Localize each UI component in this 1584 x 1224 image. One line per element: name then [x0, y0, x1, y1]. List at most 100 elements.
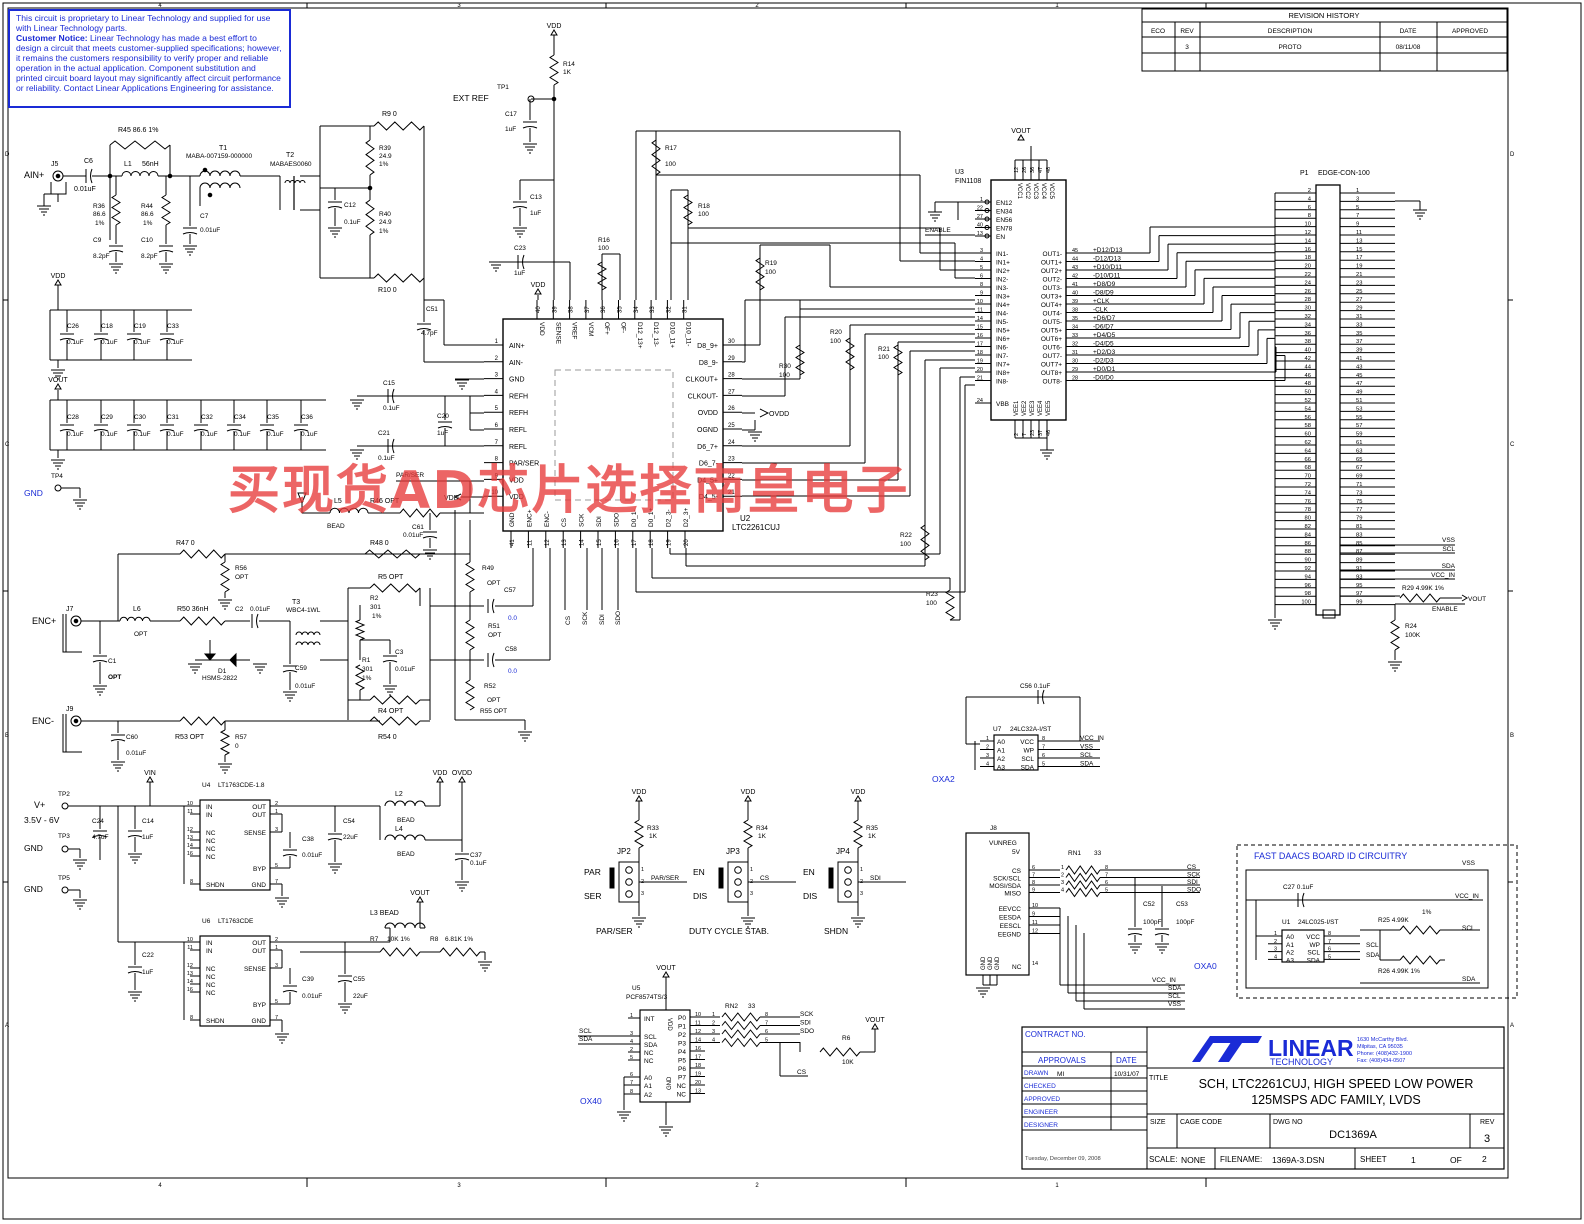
vdd-arrow-icon: [635, 795, 643, 802]
c9-ground-icon: [109, 263, 123, 274]
pin-number: 59: [1356, 432, 1362, 438]
pin-name: EN56: [996, 217, 1013, 224]
l2-value: BEAD: [397, 817, 415, 824]
c7-ground-icon: [183, 245, 197, 256]
cap-value: 0.1uF: [67, 431, 84, 438]
pin-name: IN8+: [996, 370, 1010, 377]
zone-row-label: C: [1510, 442, 1515, 448]
net-label: +D8/D9: [1093, 281, 1116, 288]
junction-dot: [73, 718, 79, 724]
r16-ref: R16: [598, 237, 610, 244]
pin-name: D6_7+: [697, 444, 718, 451]
revision-header: ECO: [1151, 28, 1165, 35]
pin-number: 10: [187, 937, 193, 943]
j9-shield: [62, 714, 82, 753]
pin-number: 31: [1072, 350, 1078, 356]
net-label: SCL: [1080, 752, 1093, 759]
pin-name: IN: [206, 948, 213, 955]
pin-number: 99: [1356, 600, 1362, 606]
pin-number: 39: [552, 306, 558, 313]
pin-number: 35: [1072, 316, 1078, 322]
jumper-bottom-label: DIS: [693, 891, 708, 901]
r14-ref: R14: [563, 61, 575, 68]
pin-name: D0_1-: [631, 509, 638, 527]
pin-number: 2: [1308, 188, 1311, 194]
pin-number: 53: [1356, 406, 1362, 412]
pin-name: CS: [1012, 868, 1022, 875]
r47-resistor: [179, 549, 226, 559]
pin-number: 19: [667, 539, 673, 546]
r18-value: 100: [698, 211, 709, 218]
jumper-pin-icon: [734, 866, 742, 874]
r19-resistor: [755, 257, 765, 291]
u3-lvds-chip: [990, 179, 1067, 421]
pin-name: A2: [644, 1092, 652, 1099]
c13-ground-icon: [513, 227, 527, 238]
pin-number: 3: [1061, 880, 1064, 886]
pin-number: 22: [1305, 272, 1311, 278]
pin-name: IN4+: [996, 302, 1010, 309]
pin-name: NC: [206, 966, 216, 973]
c21-value: 0.1uF: [378, 455, 395, 462]
r16-value: 100: [598, 245, 609, 252]
rn2-value: 33: [748, 1003, 756, 1010]
p1-part: EDGE-CON-100: [1318, 170, 1370, 177]
pin-number: 28: [1072, 376, 1078, 382]
p1-key: [1322, 609, 1336, 619]
pin-number: 56: [1305, 415, 1311, 421]
u6-ldo-chip: [199, 935, 271, 1027]
jumper-resistor-value: 1K: [868, 833, 877, 840]
net-label: VCC_IN: [1152, 977, 1176, 984]
approvals-label: APPROVALS: [1038, 1056, 1086, 1065]
r44-resistor: [161, 194, 171, 226]
pin-name: REFH: [509, 393, 528, 400]
jumper-caption: PAR/SER: [596, 926, 633, 936]
spi-net-label: SDO: [800, 1028, 814, 1035]
tp4-test-point-icon: [54, 484, 62, 492]
pin-name: VCM: [587, 322, 594, 336]
pin-number: 79: [1356, 516, 1362, 522]
zone-col-label: 1: [1055, 3, 1059, 9]
contract-label: CONTRACT NO.: [1025, 1030, 1086, 1039]
pin-number: 4: [980, 257, 983, 263]
pin-number: 6: [1328, 947, 1331, 953]
c3-ref: C3: [395, 649, 404, 656]
pin-name: D12_13-: [652, 322, 659, 347]
tp2-test-point-icon: [61, 802, 69, 810]
pin-number: 6: [980, 274, 983, 280]
r23-value: 100: [926, 600, 937, 607]
zone-row-label: D: [5, 152, 10, 158]
pin-name: OF-: [620, 322, 627, 333]
pin-number: 6: [1042, 753, 1045, 759]
r2-resistor: [354, 619, 366, 641]
decoupling-ground-icon: [51, 369, 65, 380]
c58-value: 0.0: [508, 668, 517, 675]
r25-tol: 1%: [1422, 909, 1432, 916]
pin-number: 23: [1356, 280, 1362, 286]
pin-number: 12: [187, 827, 193, 833]
net-label: VOUT: [1468, 596, 1486, 603]
tp2-ref: TP2: [58, 791, 70, 798]
pin-number: 3: [275, 963, 278, 969]
pin-number: 35: [618, 306, 624, 313]
l5-inductor: [329, 507, 369, 514]
pin-number: 3: [986, 753, 989, 759]
pin-number: 29: [728, 356, 735, 362]
title-block: [1021, 1026, 1505, 1170]
pin-number: 14: [977, 316, 983, 322]
pin-number: 5: [1356, 205, 1359, 211]
pin-name: NC: [206, 854, 216, 861]
pin-number: 27: [1356, 297, 1362, 303]
pin-number: 4: [1061, 888, 1064, 894]
vplus-label: V+: [34, 800, 45, 810]
pin-number: 35: [1356, 331, 1362, 337]
pin-name: P4: [678, 1049, 686, 1056]
pin-name: INT: [644, 1016, 655, 1023]
cap-value: 0.1uF: [301, 431, 318, 438]
pin-number: 42: [1305, 356, 1311, 362]
c53-ref: C53: [1176, 901, 1188, 908]
jumper-ground-icon: [851, 917, 865, 928]
l2-ref: L2: [395, 791, 403, 798]
pin-number: 44: [1072, 257, 1078, 263]
fast-daacs-title: FAST DAACS BOARD ID CIRCUITRY: [1254, 851, 1407, 861]
